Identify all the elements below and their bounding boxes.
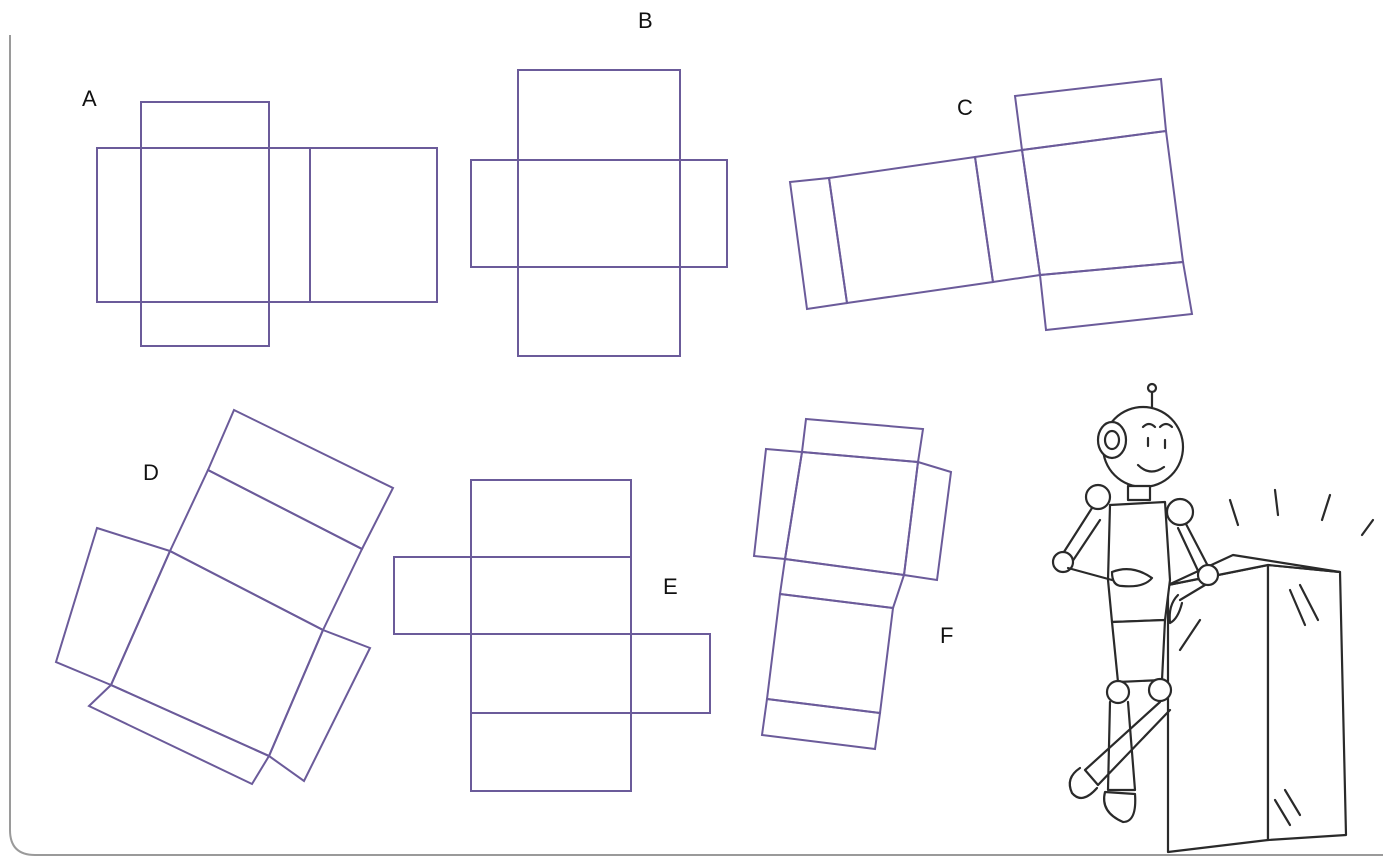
- net-a-face-back: [310, 148, 437, 302]
- net-e-face-5: [631, 634, 710, 713]
- net-d-face-5: [269, 630, 370, 781]
- net-f-face-1: [802, 419, 923, 462]
- net-d: [56, 410, 393, 784]
- net-d-face-4: [111, 551, 323, 756]
- net-f-face-4: [904, 462, 951, 580]
- net-e-face-4: [471, 634, 631, 713]
- net-a: [97, 102, 437, 346]
- net-c-face-5: [1022, 131, 1183, 275]
- net-f-face-5: [780, 559, 904, 608]
- net-f-face-3: [785, 452, 918, 575]
- box-icon: [1168, 555, 1346, 852]
- robot-torso: [1108, 502, 1170, 622]
- net-f-face-6: [767, 594, 893, 713]
- net-a-face-bottom: [141, 302, 269, 346]
- net-c-label: C: [957, 97, 973, 119]
- net-e-face-1: [471, 480, 631, 557]
- net-d-face-2: [170, 470, 362, 630]
- net-c-face-6: [1040, 262, 1192, 330]
- net-b-label: B: [638, 10, 653, 32]
- net-a-face-right: [269, 148, 310, 302]
- net-f-label: F: [940, 625, 953, 647]
- net-b-face-center: [518, 160, 680, 267]
- net-b: [471, 70, 727, 356]
- net-e: [394, 480, 710, 791]
- net-c-face-3: [975, 150, 1040, 282]
- net-d-face-3: [56, 528, 170, 685]
- net-c-face-2: [829, 157, 993, 303]
- net-a-label: A: [82, 88, 97, 110]
- net-a-face-front: [141, 148, 269, 302]
- net-c-face-4: [1015, 79, 1166, 150]
- net-b-face-bottom: [518, 267, 680, 356]
- net-d-face-6: [89, 685, 269, 784]
- net-b-face-top: [518, 70, 680, 160]
- robot-mascot-illustration: [1053, 384, 1373, 852]
- net-f: [754, 419, 951, 749]
- net-c: [790, 79, 1192, 330]
- net-b-face-left: [471, 160, 518, 267]
- net-e-face-3: [471, 557, 631, 634]
- net-d-face-1: [208, 410, 393, 549]
- net-b-face-right: [680, 160, 727, 267]
- net-d-label: D: [143, 462, 159, 484]
- net-a-face-top: [141, 102, 269, 148]
- net-e-face-6: [471, 713, 631, 791]
- net-e-face-2: [394, 557, 471, 634]
- net-e-label: E: [663, 576, 678, 598]
- shine-marks: [1230, 490, 1373, 535]
- net-a-face-left: [97, 148, 141, 302]
- net-f-face-7: [762, 699, 880, 749]
- net-f-face-2: [754, 449, 802, 559]
